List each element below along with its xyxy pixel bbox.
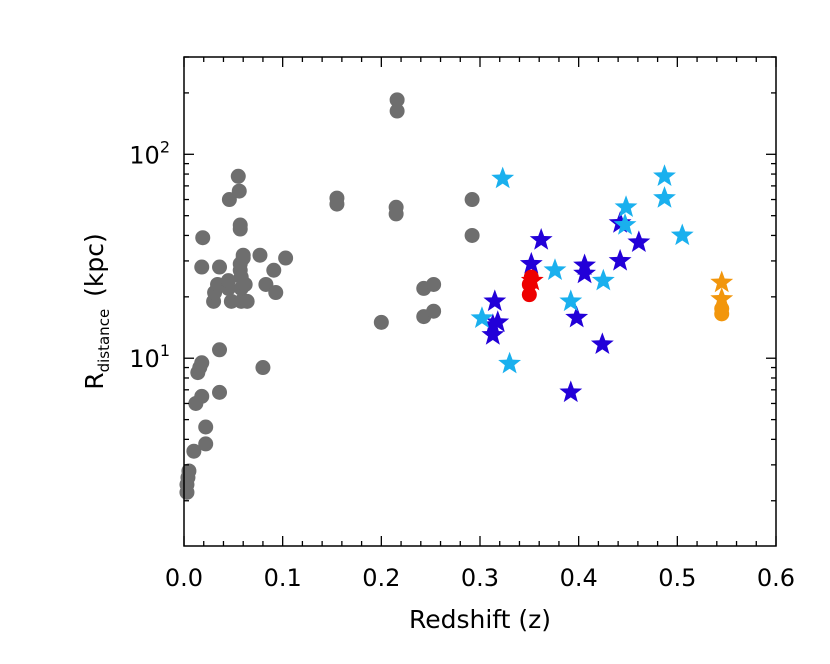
data-point-circle: [237, 276, 253, 292]
data-point-star: [486, 310, 510, 333]
data-point-circle: [373, 314, 389, 330]
data-point-star: [498, 351, 522, 374]
data-point-star: [653, 164, 676, 187]
x-tick-label: 0.2: [362, 564, 400, 592]
data-point-star: [559, 289, 583, 312]
data-point-star: [529, 227, 553, 250]
data-point-circle: [464, 192, 480, 208]
data-point-circle: [266, 262, 282, 278]
data-point-circle: [212, 384, 228, 400]
data-point-circle: [212, 259, 228, 275]
data-point-star: [491, 166, 515, 189]
data-point-star: [565, 305, 589, 328]
data-point-star: [710, 287, 734, 309]
data-point-star: [543, 258, 567, 280]
x-tick-label: 0.0: [165, 564, 203, 592]
y-tick-label: 101: [129, 341, 170, 373]
ticks: [183, 56, 777, 546]
plot-frame: [183, 56, 777, 547]
data-point-star: [608, 248, 632, 271]
data-point-star: [653, 186, 676, 208]
data-point-star: [591, 268, 615, 291]
y-axis-title: Rdistance (kpc): [80, 233, 113, 390]
data-point-star: [481, 322, 505, 345]
y-axis-title-unit: (kpc): [80, 233, 109, 297]
x-axis-title: Redshift (z): [409, 605, 551, 634]
data-marks: [179, 92, 734, 500]
data-point-star: [613, 213, 637, 235]
x-tick-label: 0.4: [560, 564, 598, 592]
data-point-circle: [426, 276, 442, 292]
data-point-star: [670, 223, 694, 246]
data-point-circle: [230, 168, 246, 184]
data-point-star: [520, 268, 544, 291]
data-point-circle: [198, 419, 214, 435]
data-point-star: [483, 289, 507, 312]
data-point-star: [470, 306, 494, 328]
data-point-circle: [195, 230, 211, 246]
data-point-circle: [252, 247, 268, 263]
data-point-circle: [464, 227, 480, 243]
data-point-circle: [198, 436, 214, 452]
data-point-star: [614, 195, 638, 217]
data-point-star: [481, 313, 505, 336]
data-point-circle: [186, 443, 202, 459]
tick-labels: 0.0 0.1 0.2 0.3 0.4 0.5 0.6 101 102: [129, 137, 795, 592]
data-point-circle: [181, 463, 197, 479]
x-tick-label: 0.5: [658, 564, 696, 592]
data-point-circle: [232, 221, 248, 237]
x-tick-label: 0.1: [264, 564, 302, 592]
data-point-circle: [239, 293, 255, 309]
data-point-circle: [389, 103, 405, 119]
data-point-star: [519, 251, 543, 274]
y-tick-label: 102: [129, 137, 170, 169]
data-point-circle: [278, 250, 294, 266]
data-point-circle: [194, 259, 210, 275]
data-point-circle: [235, 250, 251, 266]
data-point-circle: [194, 355, 210, 371]
data-point-star: [710, 270, 734, 293]
data-point-star: [559, 380, 583, 403]
data-point-circle: [329, 196, 345, 212]
data-point-circle: [231, 183, 247, 199]
data-point-circle: [221, 192, 237, 208]
data-point-circle: [194, 388, 210, 404]
y-axis-title-main: R: [80, 372, 109, 389]
data-point-circle: [255, 360, 271, 376]
y-axis-title-subscript: distance: [95, 309, 113, 373]
data-point-circle: [389, 92, 405, 108]
data-point-circle: [220, 273, 236, 289]
data-point-circle: [212, 342, 228, 358]
data-point-star: [573, 261, 596, 284]
data-point-circle: [268, 285, 284, 301]
data-point-star: [590, 332, 614, 355]
x-tick-label: 0.3: [461, 564, 499, 592]
data-point-circle: [426, 303, 442, 319]
data-point-circle: [388, 206, 404, 222]
data-point-star: [627, 230, 651, 253]
x-tick-label: 0.6: [757, 564, 795, 592]
